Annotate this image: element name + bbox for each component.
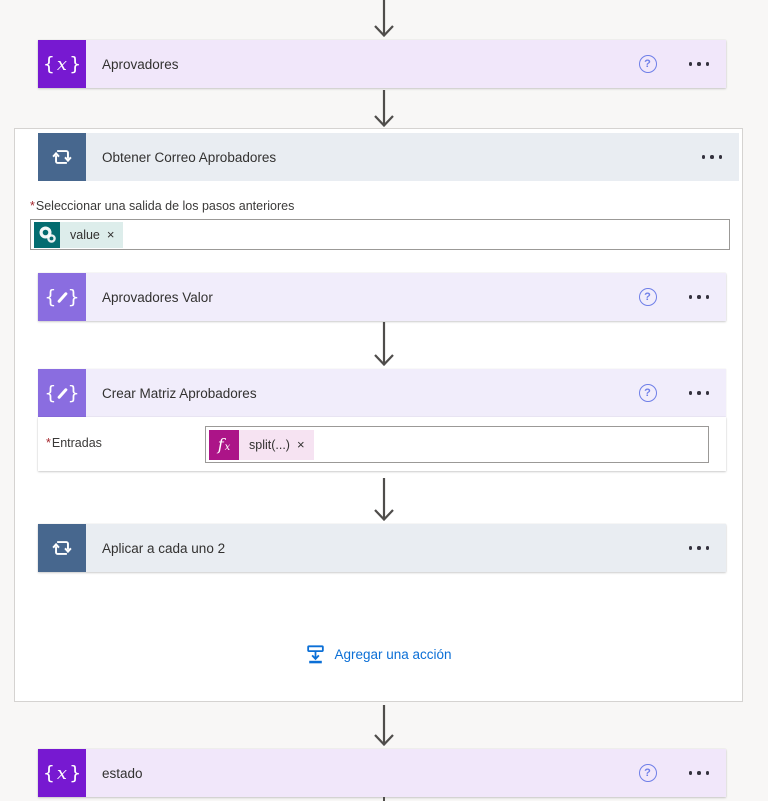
remove-token-icon[interactable]: × <box>106 227 115 242</box>
variable-icon: {x} <box>38 749 86 797</box>
action-card-crear-matriz[interactable]: {} Crear Matriz Aprobadores ? <box>38 369 726 417</box>
connector-arrow <box>374 0 394 38</box>
more-options-icon[interactable] <box>688 58 709 70</box>
action-card-aprovadores-valor[interactable]: {} Aprovadores Valor ? <box>38 273 726 321</box>
required-mark: * <box>46 436 51 450</box>
variable-icon: {x} <box>38 40 86 88</box>
brace-close: } <box>67 382 80 404</box>
card-title: Crear Matriz Aprobadores <box>102 385 257 401</box>
entradas-label: *Entradas <box>46 436 102 450</box>
action-card-aprovadores[interactable]: {x} Aprovadores ? <box>38 40 726 88</box>
apply-to-each-icon <box>38 133 86 181</box>
variable-x: x <box>56 53 68 75</box>
variable-x: x <box>56 762 68 784</box>
select-output-label: *Seleccionar una salida de los pasos ant… <box>30 199 294 213</box>
brace-open: { <box>44 286 57 308</box>
fx-x: x <box>224 442 231 453</box>
brace-open: { <box>44 382 57 404</box>
select-output-input[interactable]: value × <box>30 219 730 250</box>
card-title: Aprovadores Valor <box>102 289 213 305</box>
help-icon[interactable]: ? <box>638 288 657 306</box>
brace-close: } <box>69 53 82 75</box>
entradas-label-text: Entradas <box>51 436 102 450</box>
action-card-estado[interactable]: {x} estado ? <box>38 749 726 797</box>
add-action-icon <box>307 645 325 664</box>
scope-title: Obtener Correo Aprobadores <box>102 149 277 165</box>
sharepoint-icon <box>34 221 60 248</box>
scope-header-obtener-correo[interactable]: Obtener Correo Aprobadores <box>38 133 739 181</box>
compose-icon: {} <box>38 273 86 321</box>
required-mark: * <box>30 199 35 213</box>
card-title: Aprovadores <box>102 56 179 72</box>
more-options-icon[interactable] <box>688 387 709 399</box>
action-card-aplicar-cada-uno[interactable]: Aplicar a cada uno 2 <box>38 524 726 572</box>
pen-glyph <box>56 291 68 303</box>
value-token[interactable]: value × <box>34 221 124 248</box>
token-text: split(...) <box>249 437 290 452</box>
connector-arrow <box>374 705 394 747</box>
more-options-icon[interactable] <box>688 542 709 554</box>
more-options-icon[interactable] <box>688 291 709 303</box>
fx-f: f <box>217 435 224 454</box>
brace-close: } <box>67 286 80 308</box>
help-icon[interactable]: ? <box>638 384 657 402</box>
brace-close: } <box>69 762 82 784</box>
pen-glyph <box>56 387 68 399</box>
more-options-icon[interactable] <box>688 767 709 779</box>
brace-open: { <box>42 53 55 75</box>
select-output-label-text: Seleccionar una salida de los pasos ante… <box>35 199 295 213</box>
card-title: Aplicar a cada uno 2 <box>102 540 226 556</box>
card-title: estado <box>102 765 143 781</box>
remove-token-icon[interactable]: × <box>296 437 305 452</box>
token-text: value <box>70 227 100 242</box>
compose-icon: {} <box>38 369 86 417</box>
help-icon[interactable]: ? <box>638 764 657 782</box>
more-options-icon[interactable] <box>701 151 722 163</box>
brace-open: { <box>42 762 55 784</box>
apply-to-each-icon <box>38 524 86 572</box>
connector-line-stub <box>383 797 385 801</box>
help-icon[interactable]: ? <box>638 55 657 73</box>
connector-arrow <box>374 90 394 128</box>
add-action-label: Agregar una acción <box>334 647 452 662</box>
add-action-button[interactable]: Agregar una acción <box>305 644 452 665</box>
